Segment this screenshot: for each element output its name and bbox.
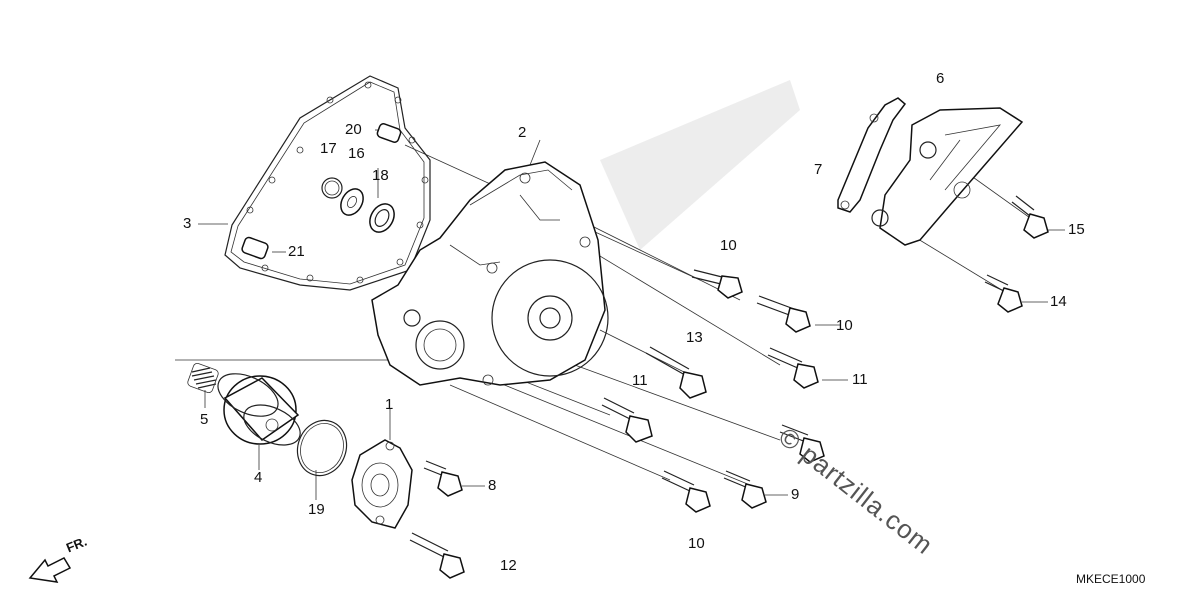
callout-14: 14 [1050, 293, 1067, 310]
callout-7: 7 [814, 161, 823, 178]
bolt-10-lower-right [779, 424, 825, 463]
oil-filter-part-4 [217, 373, 301, 446]
crankcase-cover-part-2 [371, 161, 609, 386]
bolt-14 [984, 274, 1023, 313]
callout-10-upper: 10 [720, 237, 737, 254]
callout-18: 18 [372, 167, 389, 184]
washer-part-16 [340, 188, 364, 216]
bolt-12 [409, 532, 465, 579]
bolt-9 [723, 470, 767, 509]
bolt-10-middle [756, 295, 811, 333]
spring-part-5 [187, 363, 219, 393]
front-direction-arrow-icon [28, 557, 72, 583]
callout-5: 5 [200, 411, 209, 428]
circlip-part-17 [321, 177, 343, 199]
callout-6: 6 [936, 70, 945, 87]
callout-9: 9 [791, 486, 800, 503]
callout-21: 21 [288, 243, 305, 260]
plate-part-7 [837, 97, 907, 213]
filter-cover-part-1 [351, 439, 413, 529]
callout-3: 3 [183, 215, 192, 232]
callout-2: 2 [518, 124, 527, 141]
callout-20: 20 [345, 121, 362, 138]
callout-10-lower: 10 [688, 535, 705, 552]
callout-11-right: 11 [852, 371, 868, 388]
callout-4: 4 [254, 469, 263, 486]
bolt-8 [423, 460, 463, 497]
callout-1: 1 [385, 396, 394, 413]
callout-8: 8 [488, 477, 497, 494]
bolt-11-left [601, 397, 653, 443]
callout-17: 17 [320, 140, 337, 157]
callout-10-middle: 10 [836, 317, 853, 334]
callout-19: 19 [308, 501, 325, 518]
callout-12: 12 [500, 557, 517, 574]
diagram-code: MKECE1000 [1076, 572, 1146, 586]
gasket-part-3 [224, 75, 431, 291]
callout-15: 15 [1068, 221, 1085, 238]
oil-seal-part-18 [369, 203, 395, 233]
shading-pattern [600, 80, 800, 250]
guard-part-6 [871, 107, 1024, 246]
bolt-10-lower [661, 470, 711, 513]
bolt-15 [1011, 195, 1049, 239]
callout-13: 13 [686, 329, 703, 346]
callout-11-left: 11 [632, 372, 648, 389]
o-ring-part-19 [296, 419, 348, 477]
callout-16: 16 [348, 145, 365, 162]
bolt-10-upper [691, 269, 743, 299]
dowel-pin-part-20 [376, 123, 402, 143]
bolt-13 [645, 346, 707, 399]
bolt-11-right [767, 347, 819, 389]
dowel-pin-part-21 [241, 236, 269, 260]
